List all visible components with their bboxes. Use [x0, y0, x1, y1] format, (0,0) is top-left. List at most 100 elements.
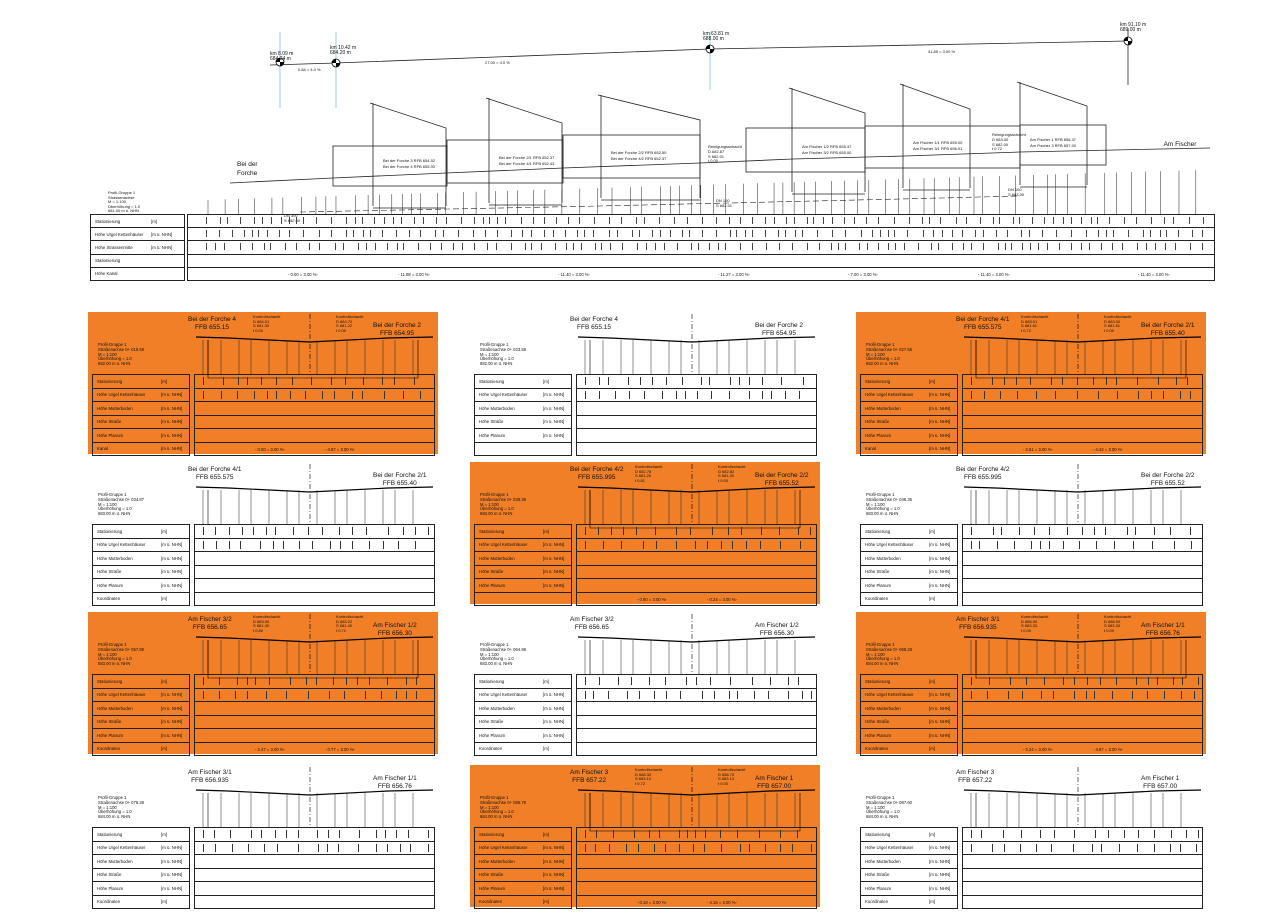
value-tick	[610, 243, 611, 250]
value-tick	[1181, 691, 1182, 699]
value-tick	[541, 243, 542, 250]
row-label-table: Stationierung[m]Höhe Urgel Kettenhäuser[…	[92, 524, 190, 606]
value-tick	[415, 541, 416, 549]
row-label: Kanal[m ü. NHN]	[93, 443, 189, 456]
panel-title-right: Bei der Forche 2/1 FFB 655.40	[1141, 322, 1194, 338]
longitudinal-row-label: Stationierung[m]	[91, 215, 184, 228]
row-label-text: Höhe Straße	[97, 569, 121, 574]
cross-section-panel: Bei der Forche 4 FFB 655.15Bei der Forch…	[88, 312, 438, 454]
row-data	[195, 869, 434, 883]
row-data	[577, 828, 816, 842]
value-tick	[223, 377, 224, 385]
value-tick	[637, 243, 638, 250]
value-tick	[531, 243, 532, 250]
value-tick	[322, 391, 323, 399]
value-tick	[1119, 844, 1120, 852]
street-label-left: Bei der Forche	[237, 160, 277, 178]
value-tick	[1036, 391, 1037, 399]
row-data: - 0.80 = 3.00 %-- 0.24 = 3.00 %-	[577, 593, 816, 606]
building-label-line: Bei der Forche 4/1 RFB 652.43	[499, 161, 554, 167]
value-tick	[638, 844, 639, 852]
value-tick	[383, 541, 384, 549]
value-tick	[687, 217, 688, 224]
row-data	[963, 729, 1202, 743]
kanal-slope-label: - 0.24 = 3.00 %-	[707, 597, 737, 602]
value-tick	[654, 844, 655, 852]
row-label: Höhe Planum[m ü. NHN]	[475, 429, 571, 443]
value-tick	[1049, 527, 1050, 535]
value-tick	[872, 230, 873, 237]
row-label-text: Höhe Planum	[97, 733, 123, 738]
value-tick	[626, 844, 627, 852]
row-data	[195, 579, 434, 593]
row-label: Höhe Mutterboden[m ü. NHN]	[475, 855, 571, 869]
row-label-text: Höhe Mutterboden	[97, 556, 133, 561]
value-tick	[730, 230, 731, 237]
value-tick	[1147, 691, 1148, 699]
value-tick	[1136, 217, 1137, 224]
value-tick	[206, 230, 207, 237]
row-data	[195, 525, 434, 539]
value-tick	[1174, 541, 1175, 549]
value-tick	[866, 217, 867, 224]
value-tick	[1087, 677, 1088, 685]
row-label-text: Höhe Planum	[479, 433, 505, 438]
row-label-table: Stationierung[m]Höhe Urgel Kettenhäuser[…	[474, 524, 572, 606]
row-unit: [m ü. NHN]	[161, 569, 182, 574]
value-tick	[206, 243, 207, 250]
value-tick	[1021, 830, 1022, 838]
row-label-text: Höhe Strassenmitte	[95, 245, 133, 250]
value-tick	[844, 217, 845, 224]
manhole-label: Kontrollschacht D 683.01 S 681.61 t 0.72	[1021, 315, 1048, 333]
value-tick	[1022, 691, 1023, 699]
value-tick	[1074, 830, 1075, 838]
row-label: Höhe Straße[m ü. NHN]	[475, 416, 571, 430]
row-data	[577, 429, 816, 443]
value-tick	[907, 230, 908, 237]
value-tick	[1116, 377, 1117, 385]
panel-title-right: Am Fischer 1/1 FFB 656.76	[1141, 622, 1185, 638]
value-tick	[497, 230, 498, 237]
row-label-text: Höhe Urgel Kettenhäuser	[97, 845, 146, 850]
value-tick	[276, 391, 277, 399]
value-tick	[730, 677, 731, 685]
value-tick	[335, 243, 336, 250]
value-tick	[358, 844, 359, 852]
building-label: Bei der Forche 2/2 RFB 652.50Bei der For…	[611, 150, 666, 162]
value-tick	[649, 677, 650, 685]
value-tick	[365, 691, 366, 699]
value-tick	[765, 217, 766, 224]
value-tick	[261, 830, 262, 838]
panel-title-right: Am Fischer 1 FFB 657.00	[755, 775, 793, 791]
value-tick	[832, 217, 833, 224]
value-tick	[1154, 844, 1155, 852]
row-data-table: - 0.18 = 3.00 %-- 4.16 = 3.00 %-	[576, 827, 817, 909]
value-tick	[1117, 391, 1118, 399]
value-tick	[384, 391, 385, 399]
value-tick	[296, 243, 297, 250]
value-tick	[214, 830, 215, 838]
value-tick	[312, 541, 313, 549]
value-tick	[331, 217, 332, 224]
manhole-label: Kontrollschacht D 683.22 S 681.40 t 0.71	[336, 615, 363, 633]
value-tick	[1007, 230, 1008, 237]
value-tick	[346, 217, 347, 224]
value-tick	[1108, 830, 1109, 838]
value-tick	[608, 377, 609, 385]
value-tick	[306, 677, 307, 685]
value-tick	[682, 230, 683, 237]
value-tick	[702, 691, 703, 699]
value-tick	[1017, 391, 1018, 399]
value-tick	[929, 217, 930, 224]
row-unit: [m ü. NHN]	[929, 406, 950, 411]
row-unit: [m]	[161, 746, 167, 751]
row-label: Koordinaten[m]	[93, 743, 189, 756]
value-tick	[1071, 230, 1072, 237]
value-tick	[933, 230, 934, 237]
row-label: Koordinaten[m]	[93, 593, 189, 606]
row-unit: [m]	[161, 596, 167, 601]
value-tick	[215, 844, 216, 852]
panel-title-left: Bei der Forche 4/1 FFB 655.575	[956, 316, 1009, 332]
row-label: Stationierung[m]	[93, 525, 189, 539]
value-tick	[778, 230, 779, 237]
